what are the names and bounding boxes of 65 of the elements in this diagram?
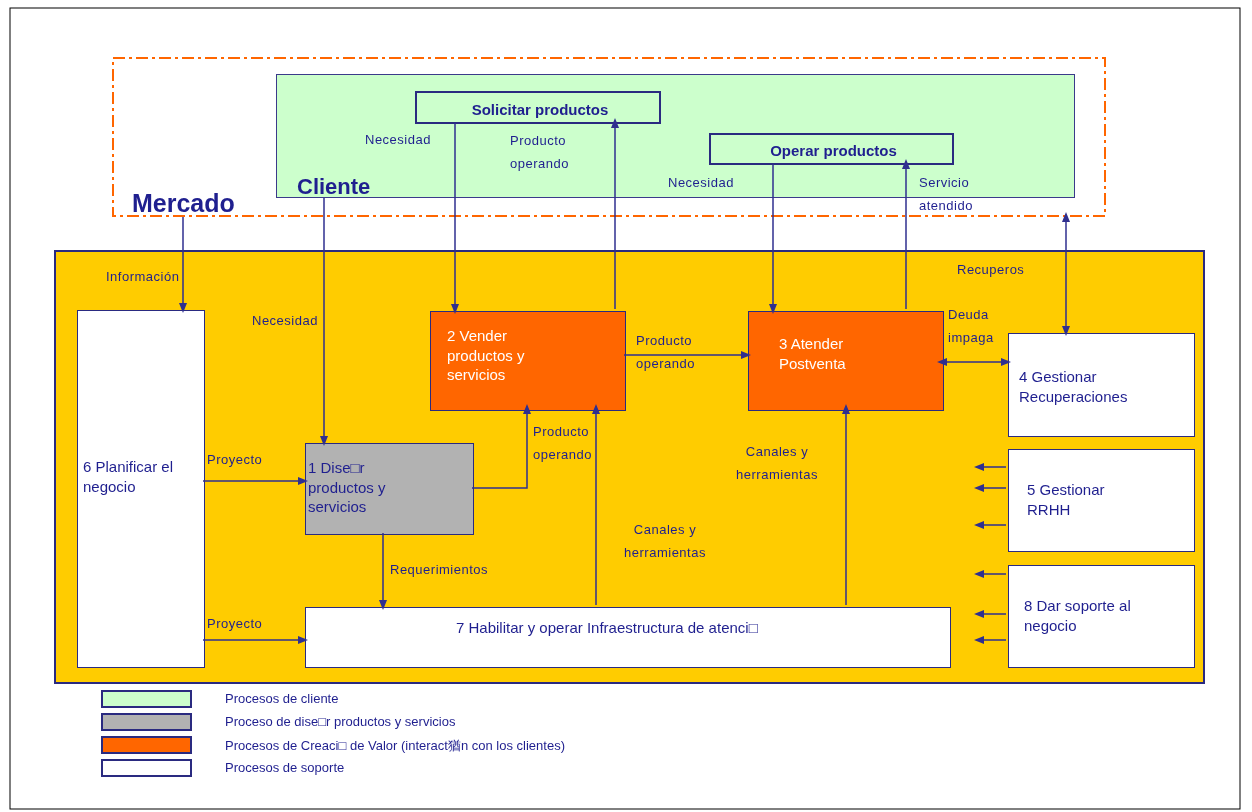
client-area: [276, 74, 1075, 198]
process-label: 8 Dar soporte al negocio: [1024, 596, 1132, 635]
edge-label: Canales y herramientas: [623, 521, 707, 562]
support-process-box: [77, 310, 205, 668]
area-box: [54, 250, 1205, 684]
process-label: Solicitar productos: [470, 100, 610, 120]
process-box: [709, 133, 954, 165]
arrow: [974, 570, 1007, 578]
arrow: [974, 610, 1007, 618]
edge-label: Producto operando: [510, 132, 570, 173]
arrow: [611, 118, 619, 310]
edge-label: Producto operando: [636, 332, 696, 373]
value-process-box: [430, 311, 626, 411]
edge-label: Recuperos: [957, 261, 1026, 279]
process-label: 1 Dise□r productos y servicios: [308, 458, 387, 517]
arrow: [974, 521, 1007, 529]
arrow: [471, 404, 531, 489]
support-process-box: [1008, 449, 1195, 552]
market-region: [112, 57, 1106, 217]
legend-label: Proceso de dise□r productos y servicios: [225, 714, 456, 729]
process-label: 2 Vender productos y servicios: [447, 326, 526, 385]
region-title: Mercado: [132, 188, 235, 219]
edge-label: Deuda impaga: [948, 306, 995, 347]
arrow: [202, 477, 308, 485]
edge-label: Servicio atendido: [919, 174, 974, 215]
support-process-box: [1008, 333, 1195, 437]
process-label: 7 Habilitar y operar Infraestructura de atenci□: [456, 618, 759, 638]
edge-label: Proyecto: [207, 451, 264, 469]
arrow: [202, 636, 308, 644]
arrow: [842, 404, 850, 606]
edge-label: Necesidad: [668, 174, 735, 192]
process-label: 4 Gestionar Recuperaciones: [1019, 367, 1129, 406]
edge-label: Necesidad: [252, 312, 319, 330]
process-label: 3 Atender Postventa: [779, 334, 847, 373]
arrow: [974, 463, 1007, 471]
process-box: [415, 91, 661, 124]
legend-label: Procesos de cliente: [225, 691, 339, 706]
value-process-box: [748, 311, 944, 411]
edge-label: Canales y herramientas: [735, 443, 819, 484]
support-process-box: [1008, 565, 1195, 668]
region-title: Cliente: [297, 173, 371, 201]
arrow: [179, 216, 187, 313]
arrow: [451, 122, 459, 314]
arrow: [623, 351, 751, 359]
edge-label: Proyecto: [207, 615, 264, 633]
arrow: [379, 532, 387, 610]
arrow: [1062, 212, 1070, 336]
arrow: [902, 159, 910, 310]
arrow: [320, 197, 328, 446]
support-process-box: [305, 607, 951, 668]
process-label: Operar productos: [769, 141, 898, 161]
arrow: [769, 163, 777, 314]
arrow: [974, 484, 1007, 492]
legend-label: Procesos de Creaci□ de Valor (interact猶n con los clientes): [225, 737, 565, 755]
arrow: [937, 358, 1011, 366]
process-label: 5 Gestionar RRHH: [1027, 480, 1106, 519]
edge-label: Producto operando: [533, 423, 593, 464]
process-label: 6 Planificar el negocio: [83, 457, 175, 496]
arrow: [974, 636, 1007, 644]
design-process-box: [305, 443, 474, 535]
legend-label: Procesos de soporte: [225, 760, 345, 775]
edge-label: Información: [106, 268, 181, 286]
edge-label: Necesidad: [365, 131, 432, 149]
arrow: [592, 404, 600, 606]
edge-label: Requerimientos: [390, 561, 490, 579]
